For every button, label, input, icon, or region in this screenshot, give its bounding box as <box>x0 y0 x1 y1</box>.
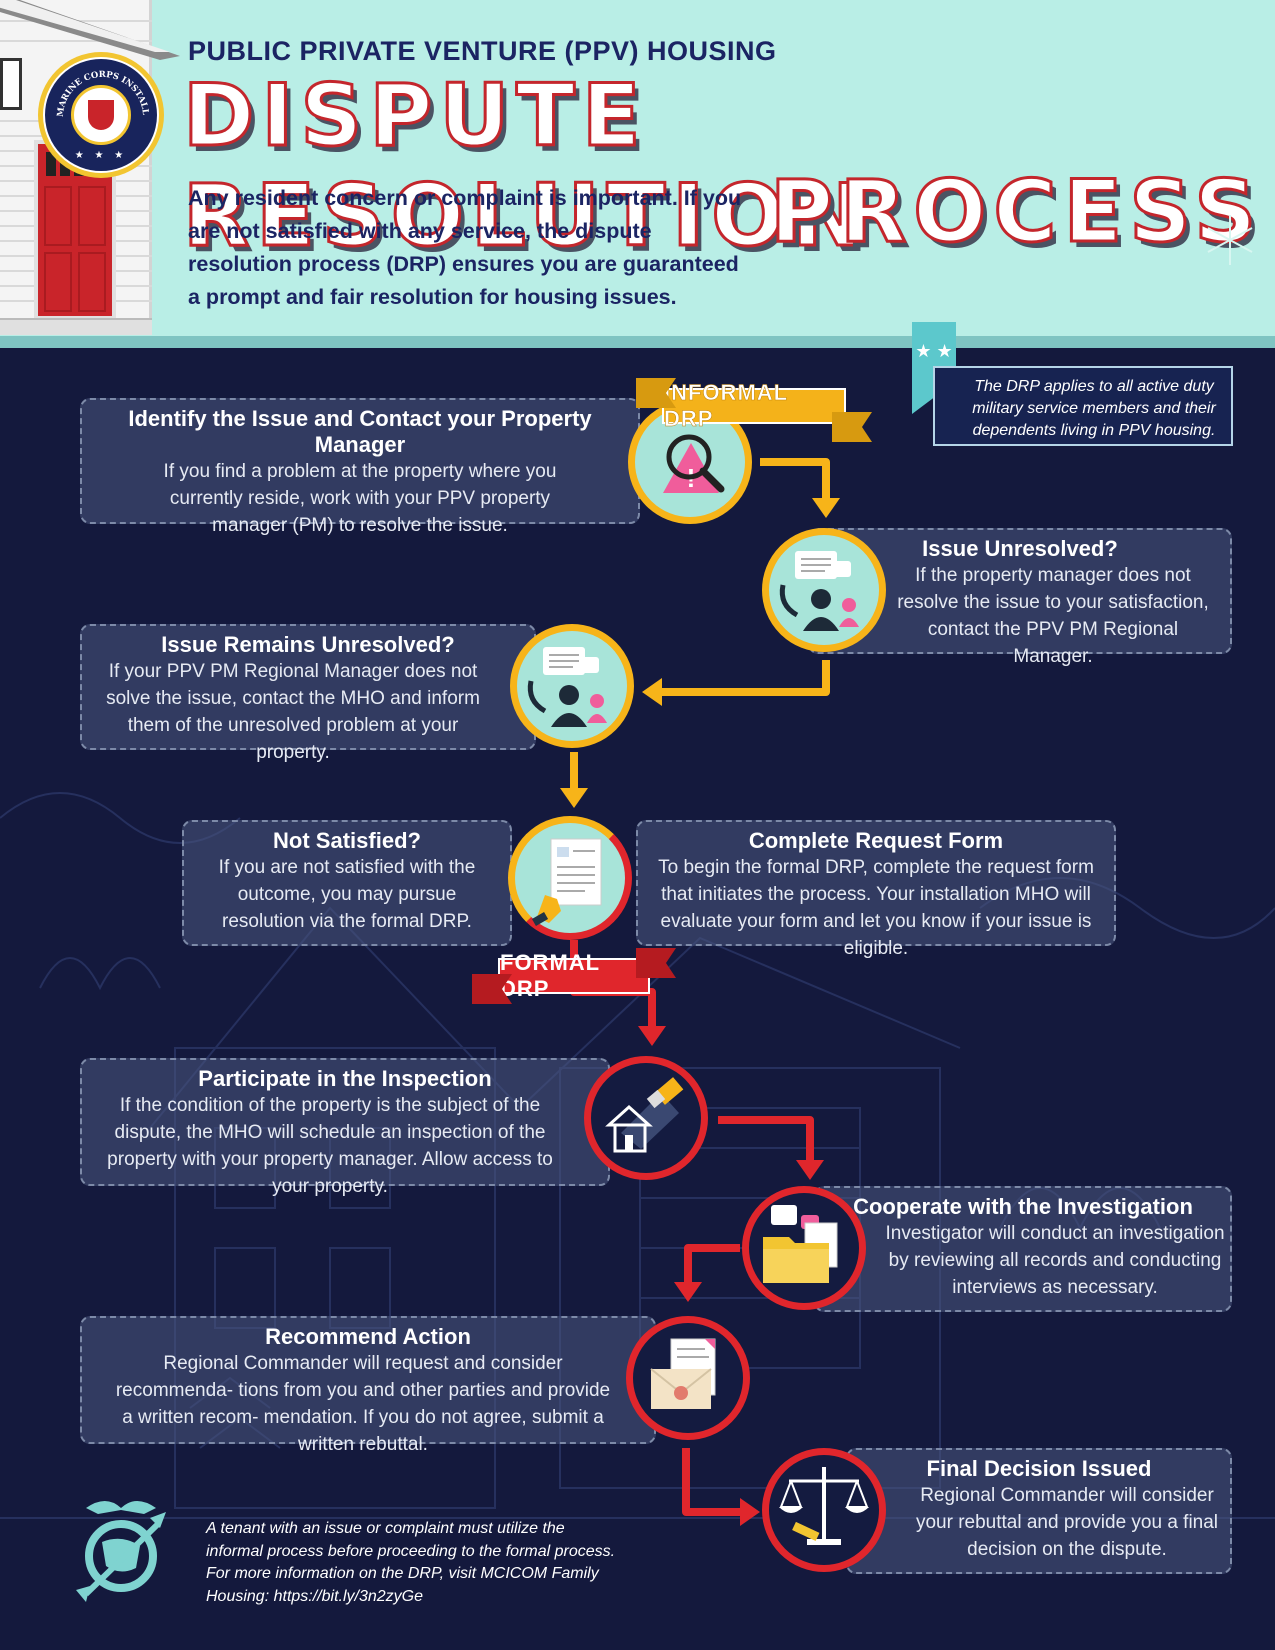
step-title: Recommend Action <box>265 1324 471 1349</box>
step-recommend-action: Recommend Action Regional Commander will… <box>80 1316 656 1455</box>
star-icon: ★ ★ <box>915 341 953 361</box>
formal-drp-banner: FORMAL DRP <box>498 950 650 1001</box>
step-text: Regional Commander will consider your re… <box>915 1485 1219 1560</box>
banner-tail-icon <box>832 412 872 442</box>
step-issue-remains-unresolved: Issue Remains Unresolved? If your PPV PM… <box>80 624 536 763</box>
phone-call-icon <box>762 528 886 652</box>
intro-text: Any resident concern or complaint is imp… <box>188 186 742 309</box>
footer-note: A tenant with an issue or complaint must… <box>206 1520 616 1605</box>
step-identify-issue: Identify the Issue and Contact your Prop… <box>80 398 640 536</box>
scales-icon <box>762 1448 886 1572</box>
step-title: Final Decision Issued <box>926 1456 1152 1481</box>
step-title: Issue Remains Unresolved? <box>161 632 455 657</box>
step-participate-inspection: Participate in the Inspection If the con… <box>80 1058 610 1197</box>
page-subtitle: PUBLIC PRIVATE VENTURE (PPV) HOUSING <box>188 36 777 66</box>
step-title: Issue Unresolved? <box>922 536 1118 561</box>
banner-tail-icon <box>636 948 676 978</box>
step-cooperate-investigation: Cooperate with the Investigation Investi… <box>814 1186 1232 1312</box>
step-title: Cooperate with the Investigation <box>853 1194 1193 1219</box>
step-title: Identify the Issue and Contact your Prop… <box>128 406 592 457</box>
step-text: If you find a problem at the property wh… <box>163 461 557 536</box>
page-title-line2: PROCESS <box>768 161 1264 264</box>
step-text: Regional Commander will request and cons… <box>115 1353 611 1455</box>
envelope-icon <box>626 1316 750 1440</box>
roof-icon <box>0 0 180 60</box>
step-text: If the property manager does not resolve… <box>897 565 1209 667</box>
step-final-decision: Final Decision Issued Regional Commander… <box>846 1448 1232 1574</box>
step-text: If the condition of the property is the … <box>107 1095 553 1197</box>
step-text: Investigator will conduct an investigati… <box>885 1223 1225 1298</box>
page-title-line1: DISPUTE RESOLUTION <box>182 65 871 268</box>
step-text: If you are not satisfied with the outcom… <box>218 857 476 932</box>
banner-tail-icon <box>472 974 512 1004</box>
informal-drp-banner: INFORMAL DRP <box>662 380 846 431</box>
banner-tail-icon <box>636 378 676 408</box>
flashlight-house-icon <box>584 1056 708 1180</box>
form-icon <box>508 816 632 940</box>
step-title: Participate in the Inspection <box>198 1066 492 1091</box>
usmc-emblem-icon <box>76 1501 166 1602</box>
header: MARINE CORPS INSTALLATIONS COMMAND ★ ★ ★… <box>0 0 1275 342</box>
step-title: Complete Request Form <box>748 828 1004 853</box>
step-title: Not Satisfied? <box>273 828 421 853</box>
step-text: If your PPV PM Regional Manager does not… <box>106 661 480 763</box>
folder-icon <box>742 1186 866 1310</box>
step-not-satisfied: Not Satisfied? If you are not satisfied … <box>182 820 512 946</box>
phone-call-icon <box>510 624 634 748</box>
header-divider <box>0 336 1275 348</box>
banner-label: FORMAL DRP <box>500 950 600 1001</box>
banner-label: INFORMAL DRP <box>664 380 788 432</box>
step-text: To begin the formal DRP, complete the re… <box>658 857 1094 959</box>
eligibility-note: The DRP applies to all active duty milit… <box>933 366 1233 446</box>
window-icon <box>0 58 22 110</box>
step-complete-request-form: Complete Request Form To begin the forma… <box>636 820 1116 959</box>
snowflake-icon <box>1207 215 1253 265</box>
mcicom-seal-icon: MARINE CORPS INSTALLATIONS COMMAND ★ ★ ★ <box>38 52 164 178</box>
